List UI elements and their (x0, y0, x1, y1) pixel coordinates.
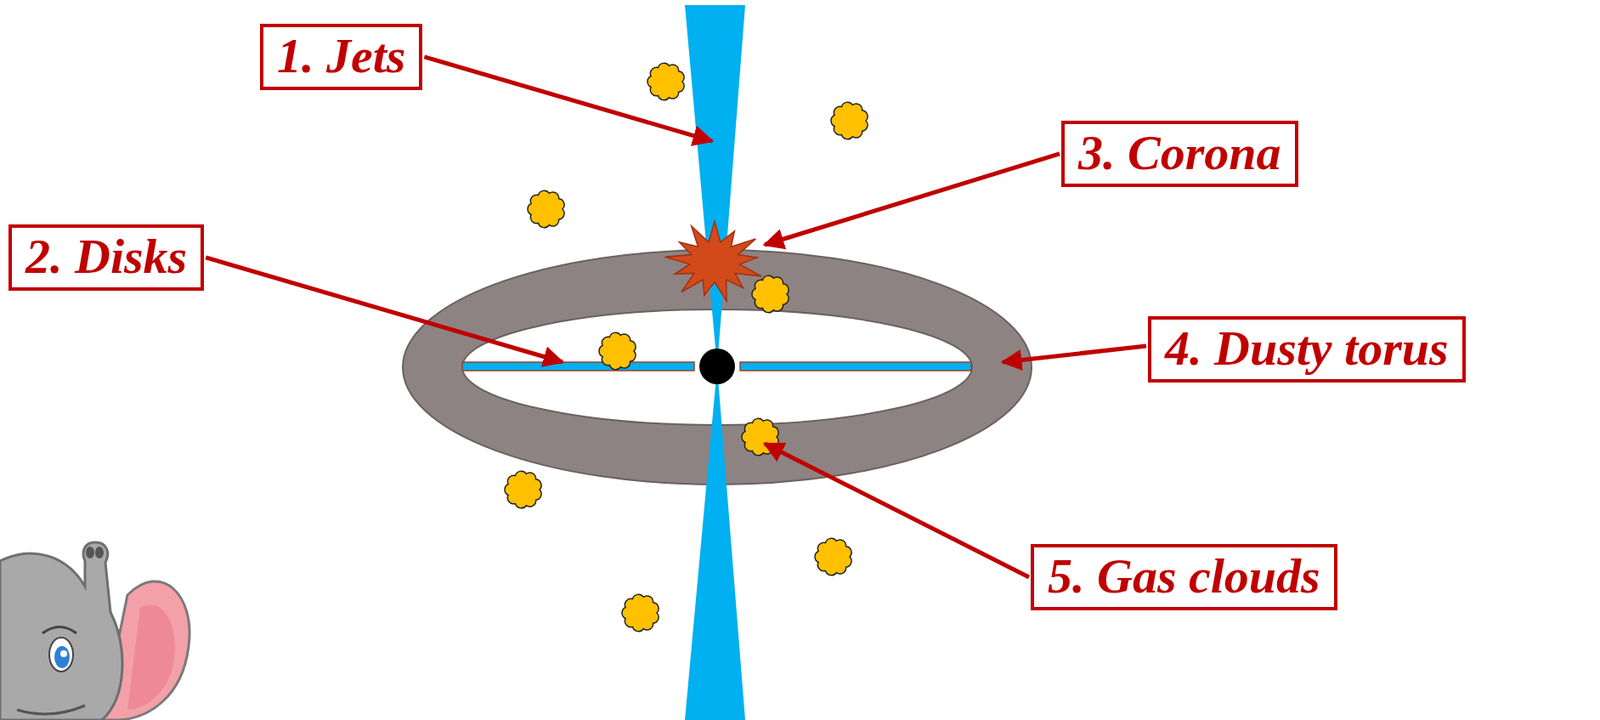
gas-cloud (599, 332, 636, 369)
leader-arrow (764, 153, 1060, 245)
black-hole (699, 348, 735, 385)
label-box: 3. Corona (1061, 120, 1299, 187)
part-label: 1. Jets (277, 28, 406, 84)
gas-cloud (751, 275, 789, 312)
part-label: 3. Corona (1078, 125, 1282, 181)
label-box: 2. Disks (8, 224, 204, 291)
disk-right (740, 361, 972, 371)
part-label: 2. Disks (25, 229, 187, 284)
disk-left (462, 361, 695, 371)
leader-arrow (1002, 345, 1147, 362)
jet-bottom (684, 367, 746, 720)
part-label: 4. Dusty torus (1164, 321, 1449, 376)
gas-clouds (504, 62, 868, 631)
part-label: 5. Gas clouds (1047, 548, 1321, 604)
label-box: 1. Jets (260, 23, 423, 91)
corona-star (665, 220, 762, 301)
gas-cloud (527, 190, 565, 227)
leader-arrow (205, 257, 563, 362)
leader-arrows (205, 56, 1147, 577)
gas-cloud (831, 101, 868, 139)
gas-cloud (504, 470, 542, 508)
gas-cloud (621, 593, 659, 631)
leader-arrow (764, 443, 1029, 577)
elephant-mascot (0, 542, 190, 720)
label-box: 5. Gas clouds (1030, 543, 1338, 611)
gas-cloud (647, 62, 685, 100)
label-box: 4. Dusty torus (1147, 316, 1466, 383)
jet-top (684, 5, 746, 368)
leader-arrow (424, 56, 713, 142)
gas-cloud (814, 537, 852, 575)
